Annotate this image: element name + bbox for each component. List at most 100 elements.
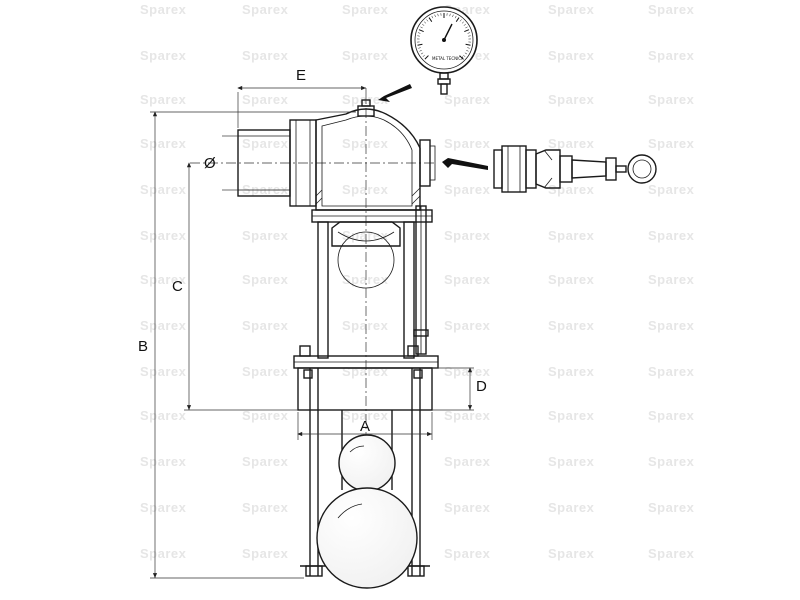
gauge-brand-label: METAL TECNICA xyxy=(432,56,464,61)
dimension-label-diameter: Ø xyxy=(204,155,216,172)
gauge-tick xyxy=(464,29,470,33)
watermark-text: Sparex xyxy=(648,92,695,107)
watermark-text: Sparex xyxy=(242,546,289,561)
gauge-tick xyxy=(463,54,466,57)
gauge-tick xyxy=(431,15,434,19)
watermark-text: Sparex xyxy=(140,408,187,423)
watermark-text: Sparex xyxy=(548,272,595,287)
watermark-text: Sparex xyxy=(342,408,389,423)
watermark-text: Sparex xyxy=(140,546,187,561)
gauge-tick xyxy=(461,21,464,24)
dimension-label-c: C xyxy=(172,278,183,295)
watermark-text: Sparex xyxy=(444,318,491,333)
watermark-text: Sparex xyxy=(242,92,289,107)
float-balls xyxy=(316,434,418,589)
watermark-text: Sparex xyxy=(444,228,491,243)
watermark-text: Sparex xyxy=(242,2,289,17)
valve-pointer-arrow-icon xyxy=(442,158,488,170)
gauge-tick xyxy=(463,23,466,26)
dimension-lines xyxy=(150,85,474,579)
gauge-tick xyxy=(419,50,422,52)
watermark-text: Sparex xyxy=(444,182,491,197)
gauge-tick xyxy=(418,47,421,49)
watermark-text: Sparex xyxy=(444,500,491,515)
watermark-text: Sparex xyxy=(444,364,491,379)
pressure-gauge-icon: METAL TECNICA xyxy=(410,6,478,95)
watermark-text: Sparex xyxy=(242,272,289,287)
watermark-text: Sparex xyxy=(648,136,695,151)
watermark-text: Sparex xyxy=(140,182,187,197)
gauge-tick xyxy=(426,19,429,22)
gauge-tick xyxy=(452,14,454,18)
watermark-text: Sparex xyxy=(140,454,187,469)
gauge-tick xyxy=(466,50,469,52)
watermark-text: Sparex xyxy=(140,228,187,243)
dimension-label-a: A xyxy=(360,418,370,435)
gauge-tick xyxy=(428,17,433,22)
watermark-text: Sparex xyxy=(140,48,187,63)
gauge-tick xyxy=(417,32,421,34)
gauge-tick xyxy=(467,47,470,49)
watermark-text: Sparex xyxy=(242,318,289,333)
elbow-housing xyxy=(237,99,436,211)
watermark-text: Sparex xyxy=(648,500,695,515)
gauge-tick xyxy=(465,43,471,46)
watermark-text: Sparex xyxy=(548,2,595,17)
watermark-text: Sparex xyxy=(242,182,289,197)
gauge-tick xyxy=(422,54,425,57)
watermark-text: Sparex xyxy=(548,182,595,197)
watermark-text: Sparex xyxy=(140,364,187,379)
watermark-text: Sparex xyxy=(140,500,187,515)
watermark-text: Sparex xyxy=(242,364,289,379)
dimension-labels: E B C D A Ø xyxy=(138,67,487,435)
gauge-pointer-arrow-icon xyxy=(378,84,412,102)
watermark-text: Sparex xyxy=(548,546,595,561)
callout-arrows xyxy=(378,84,488,170)
watermark-text: Sparex xyxy=(140,318,187,333)
watermark-text: Sparex xyxy=(548,228,595,243)
watermark-text: Sparex xyxy=(242,228,289,243)
watermark-text: Sparex xyxy=(548,92,595,107)
dimension-label-b: B xyxy=(138,338,148,355)
gauge-tick xyxy=(465,26,468,29)
watermark-text: Sparex xyxy=(140,2,187,17)
watermark-text: Sparex xyxy=(342,272,389,287)
watermark-text: Sparex xyxy=(444,272,491,287)
watermark-text: Sparex xyxy=(342,182,389,197)
watermark-text: Sparex xyxy=(242,136,289,151)
watermark-text: Sparex xyxy=(648,546,695,561)
gauge-tick xyxy=(420,26,423,29)
watermark-text: Sparex xyxy=(548,408,595,423)
watermark-text: Sparex xyxy=(242,408,289,423)
watermark-text: Sparex xyxy=(648,454,695,469)
dimension-label-d: D xyxy=(476,378,487,395)
watermark-text: Sparex xyxy=(548,48,595,63)
watermark-text: Sparex xyxy=(242,500,289,515)
sight-glass xyxy=(317,205,429,359)
watermark-text: Sparex xyxy=(648,408,695,423)
gauge-tick xyxy=(424,21,427,24)
watermark-text: Sparex xyxy=(444,408,491,423)
watermark-text: Sparex xyxy=(140,136,187,151)
small-float-ball xyxy=(338,434,396,492)
watermark-text: Sparex xyxy=(648,364,695,379)
gauge-tick xyxy=(420,52,424,55)
watermark-text: Sparex xyxy=(140,92,187,107)
gauge-tick xyxy=(455,17,460,22)
gauge-tick xyxy=(459,55,464,60)
watermark-text: Sparex xyxy=(444,454,491,469)
watermark-text: Sparex xyxy=(648,48,695,63)
gauge-tick xyxy=(434,14,436,18)
gauge-tick xyxy=(437,13,439,17)
valve-fitting-icon xyxy=(493,145,657,193)
watermark-text: Sparex xyxy=(444,92,491,107)
watermark-text: Sparex xyxy=(648,272,695,287)
watermark-text: Sparex xyxy=(648,318,695,333)
watermark-text: Sparex xyxy=(548,136,595,151)
gauge-tick xyxy=(454,15,457,19)
gauge-tick xyxy=(417,43,423,46)
watermark-text: Sparex xyxy=(548,454,595,469)
dimension-label-e: E xyxy=(296,67,306,84)
watermark-text: Sparex xyxy=(548,364,595,379)
